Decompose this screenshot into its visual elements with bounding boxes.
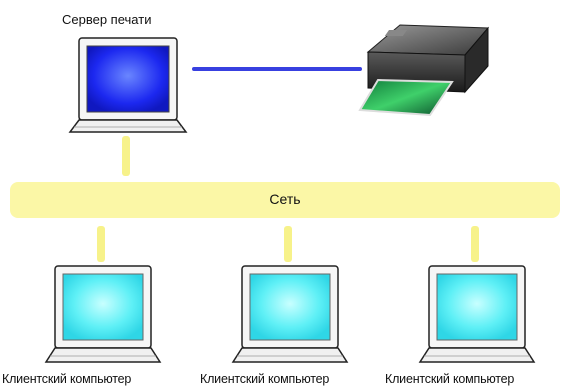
network-label: Сеть [269, 191, 301, 207]
client-computer-icon [44, 265, 162, 363]
server-screen [86, 45, 170, 113]
client-connector-2 [284, 226, 292, 262]
client-label-1: Клиентский компьютер [2, 372, 132, 386]
client-label-3: Клиентский компьютер [385, 372, 515, 386]
client-connector-1 [97, 226, 105, 262]
printed-photo [358, 78, 454, 117]
client-computer-icon [231, 265, 349, 363]
client-connector-3 [471, 226, 479, 262]
client-computer-icon [418, 265, 536, 363]
network-bar: Сеть [10, 182, 560, 218]
server-label: Сервер печати [62, 12, 152, 27]
server-connector [122, 136, 130, 176]
printer-icon [358, 24, 490, 117]
server-computer-icon [68, 37, 188, 133]
client-label-2: Клиентский компьютер [200, 372, 330, 386]
